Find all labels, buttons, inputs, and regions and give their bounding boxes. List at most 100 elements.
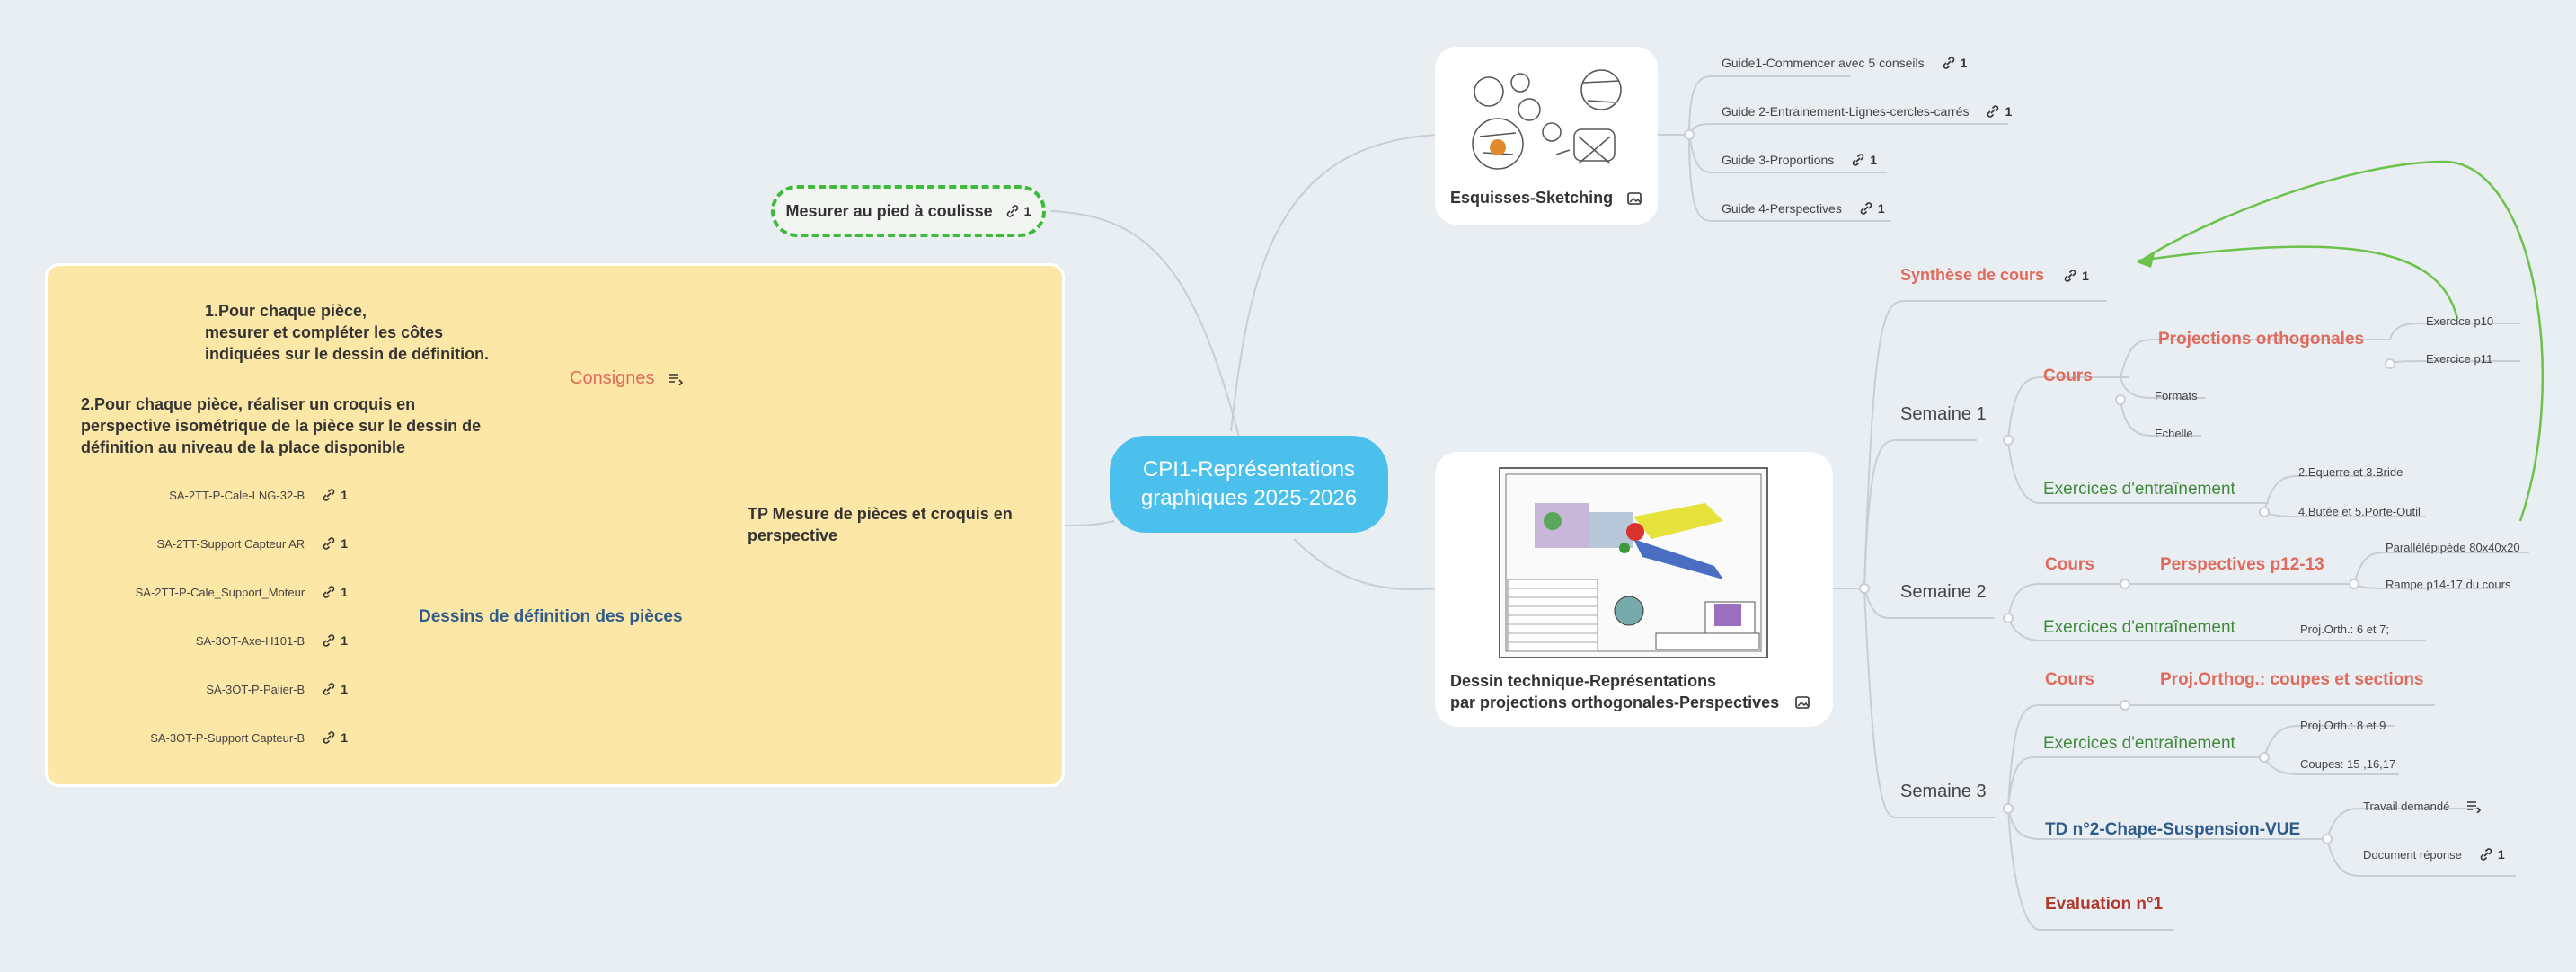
synthese-label: Synthèse de cours xyxy=(1900,266,2045,284)
dessin-piece-1[interactable]: SA-2TT-P-Cale-LNG-32-B 1 xyxy=(169,488,348,502)
perspectives-p12-13[interactable]: Perspectives p12-13 xyxy=(2160,555,2324,574)
proj-orth-8-9[interactable]: Proj.Orth.: 8 et 9 xyxy=(2300,719,2386,732)
sketching-label-row: Esquisses-Sketching xyxy=(1450,189,1642,208)
consigne-1[interactable]: 1.Pour chaque pièce, mesurer et compléte… xyxy=(205,300,489,365)
image-icon xyxy=(1795,696,1810,709)
semaine-1[interactable]: Semaine 1 xyxy=(1900,404,1987,424)
semaine1-cours[interactable]: Cours xyxy=(2043,367,2093,385)
dessin-piece-4-count: 1 xyxy=(341,633,348,648)
tp-title-line2: perspective xyxy=(748,526,838,544)
guide-4[interactable]: Guide 4-Perspectives 1 xyxy=(1722,201,1885,216)
dessin-piece-2[interactable]: SA-2TT-Support Capteur AR 1 xyxy=(156,536,348,551)
dessin-piece-6[interactable]: SA-3OT-P-Support Capteur-B 1 xyxy=(150,730,348,745)
paperclip-icon xyxy=(1853,154,1864,166)
paperclip-icon xyxy=(1006,205,1018,217)
exercice-p10[interactable]: Exercice p10 xyxy=(2426,314,2494,328)
semaine-2[interactable]: Semaine 2 xyxy=(1900,582,1987,602)
dessin-piece-4-label: SA-3OT-Axe-H101-B xyxy=(195,633,305,648)
guide-3[interactable]: Guide 3-Proportions 1 xyxy=(1722,153,1877,167)
proj-orth-6-7[interactable]: Proj.Orth.: 6 et 7; xyxy=(2300,623,2389,636)
sketching-label: Esquisses-Sketching xyxy=(1450,189,1614,207)
dessins-definition[interactable]: Dessins de définition des pièces xyxy=(419,607,683,626)
echelle[interactable]: Echelle xyxy=(2155,427,2193,440)
dessin-piece-4[interactable]: SA-3OT-Axe-H101-B 1 xyxy=(196,633,348,648)
technical-drawing-image xyxy=(1499,467,1768,658)
guide-2-label: Guide 2-Entrainement-Lignes-cercles-carr… xyxy=(1722,104,1970,119)
guide-3-label: Guide 3-Proportions xyxy=(1722,153,1835,167)
dessin-piece-5-count: 1 xyxy=(341,682,348,696)
caliper-attachment[interactable]: 1 xyxy=(1005,204,1031,218)
guide-1[interactable]: Guide1-Commencer avec 5 conseils 1 xyxy=(1722,56,1967,70)
dessin-piece-3[interactable]: SA-2TT-P-Cale_Support_Moteur 1 xyxy=(136,585,348,599)
document-reponse[interactable]: Document réponse 1 xyxy=(2363,847,2505,862)
paperclip-icon xyxy=(2064,269,2076,282)
parallelepipede[interactable]: Parallélépipède 80x40x20 xyxy=(2386,541,2520,554)
guide-2-count: 1 xyxy=(2005,104,2013,119)
consigne-2-line2: perspective isométrique de la pièce sur … xyxy=(81,417,482,435)
dessin-piece-1-label: SA-2TT-P-Cale-LNG-32-B xyxy=(169,488,305,502)
dessin-label-line1: Dessin technique-Représentations xyxy=(1450,672,1717,690)
sketching-thumbnail-image xyxy=(1472,69,1622,170)
guide-1-count: 1 xyxy=(1960,56,1968,70)
coupes-15-16-17[interactable]: Coupes: 15 ,16,17 xyxy=(2300,757,2396,771)
guide-3-count: 1 xyxy=(1870,153,1878,167)
consigne-1-line3: indiquées sur le dessin de définition. xyxy=(205,345,490,363)
semaine-3[interactable]: Semaine 3 xyxy=(1900,782,1987,801)
paperclip-icon xyxy=(2480,848,2492,861)
semaine1-exercices[interactable]: Exercices d'entraînement xyxy=(2043,480,2235,499)
dessin-piece-3-label: SA-2TT-P-Cale_Support_Moteur xyxy=(135,585,305,599)
semaine2-exercices[interactable]: Exercices d'entraînement xyxy=(2043,618,2235,637)
dessin-label-line2: par projections orthogonales-Perspective… xyxy=(1450,694,1780,711)
semaine3-cours[interactable]: Cours xyxy=(2045,670,2094,689)
dessin-piece-5-label: SA-3OT-P-Palier-B xyxy=(206,682,305,696)
consigne-1-line1: 1.Pour chaque pièce, xyxy=(205,302,367,320)
formats[interactable]: Formats xyxy=(2155,389,2198,402)
central-title-line2: graphiques 2025-2026 xyxy=(1140,486,1358,510)
document-reponse-label: Document réponse xyxy=(2363,847,2462,862)
dessin-piece-6-label: SA-3OT-P-Support Capteur-B xyxy=(150,730,305,745)
caliper-count: 1 xyxy=(1023,204,1031,218)
semaine2-cours[interactable]: Cours xyxy=(2045,555,2094,574)
projections-orthogonales[interactable]: Projections orthogonales xyxy=(2158,330,2365,349)
td-chape-suspension[interactable]: TD n°2-Chape-Suspension-VUE xyxy=(2045,820,2301,839)
coupes-et-sections[interactable]: Proj.Orthog.: coupes et sections xyxy=(2160,670,2424,689)
dessin-piece-5[interactable]: SA-3OT-P-Palier-B 1 xyxy=(206,682,348,696)
central-node[interactable]: CPI1-Représentations graphiques 2025-202… xyxy=(1110,436,1388,533)
consigne-2[interactable]: 2.Pour chaque pièce, réaliser un croquis… xyxy=(81,393,481,458)
dessin-piece-3-count: 1 xyxy=(341,585,348,599)
guide-1-label: Guide1-Commencer avec 5 conseils xyxy=(1722,56,1925,70)
consigne-2-line3: définition au niveau de la place disponi… xyxy=(81,438,406,456)
image-icon xyxy=(1627,191,1642,205)
butee-porte-outil[interactable]: 4.Butée et 5.Porte-Outil xyxy=(2298,505,2421,518)
tp-title[interactable]: TP Mesure de pièces et croquis en perspe… xyxy=(748,503,1013,546)
travail-demande[interactable]: Travail demandé xyxy=(2363,800,2482,813)
dessin-piece-6-count: 1 xyxy=(341,730,348,745)
document-reponse-count: 1 xyxy=(2497,847,2505,862)
dessin-label: Dessin technique-Représentations par pro… xyxy=(1450,670,1810,713)
note-icon xyxy=(668,373,683,385)
consigne-1-line2: mesurer et compléter les côtes xyxy=(205,323,444,341)
paperclip-icon xyxy=(323,634,335,647)
dessin-piece-2-label: SA-2TT-Support Capteur AR xyxy=(156,536,305,551)
paperclip-icon xyxy=(323,586,335,598)
consigne-2-line1: 2.Pour chaque pièce, réaliser un croquis… xyxy=(81,395,416,413)
tp-title-line1: TP Mesure de pièces et croquis en xyxy=(748,505,1013,523)
dessin-piece-1-count: 1 xyxy=(341,488,348,502)
equerre-bride[interactable]: 2.Equerre et 3.Bride xyxy=(2298,465,2403,479)
paperclip-icon xyxy=(323,537,335,550)
exercice-p11[interactable]: Exercice p11 xyxy=(2426,352,2493,366)
note-icon xyxy=(2467,800,2482,813)
consignes-node[interactable]: Consignes xyxy=(570,368,683,389)
central-title-line1: CPI1-Représentations xyxy=(1142,457,1356,482)
rampe[interactable]: Rampe p14-17 du cours xyxy=(2386,578,2511,591)
semaine3-exercices[interactable]: Exercices d'entraînement xyxy=(2043,734,2235,753)
guide-2[interactable]: Guide 2-Entrainement-Lignes-cercles-carr… xyxy=(1722,104,2012,119)
paperclip-icon xyxy=(323,683,335,695)
caliper-node[interactable]: Mesurer au pied à coulisse 1 xyxy=(771,185,1046,237)
paperclip-icon xyxy=(1987,105,1999,118)
sketching-card[interactable] xyxy=(1435,47,1658,225)
evaluation-1[interactable]: Evaluation n°1 xyxy=(2045,895,2164,914)
paperclip-icon xyxy=(323,489,335,501)
synthese-node[interactable]: Synthèse de cours 1 xyxy=(1900,266,2089,285)
